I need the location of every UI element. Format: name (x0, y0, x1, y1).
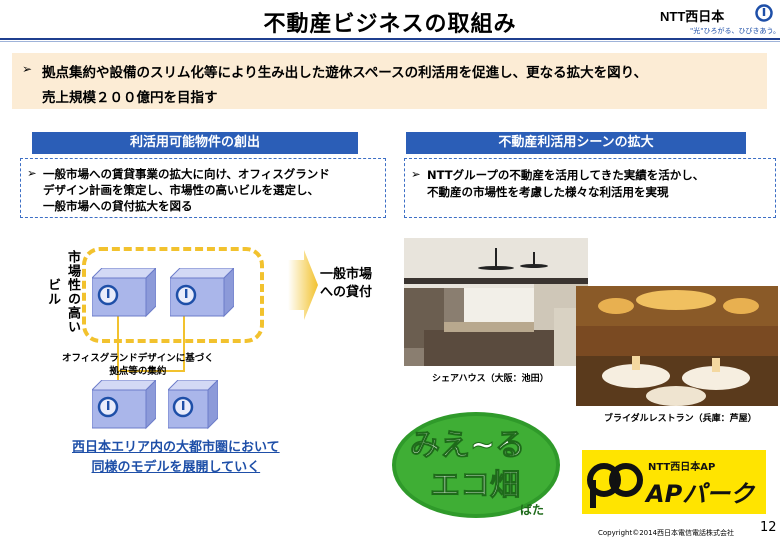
bullet-arrow-icon: ➢ (411, 167, 421, 181)
bullet-arrow-icon: ➢ (27, 166, 37, 180)
mieru-eco-farm-logo: みえ~る エコ畑 ばた (392, 412, 560, 518)
bridal-caption: ブライダルレストラン（兵庫：芦屋） (604, 414, 757, 424)
left-box-line-2: デザイン計画を策定し、市場性の高いビルを選定し、 (43, 183, 319, 197)
svg-text:エコ畑: エコ畑 (430, 468, 520, 503)
svg-text:ばた: ばた (520, 502, 544, 517)
building-cube-icon (168, 380, 218, 430)
right-box-line-2: 不動産の市場性を考慮した様々な利活用を実現 (427, 185, 669, 199)
right-arrow-icon (288, 250, 318, 320)
right-box-line-1: NTTグループの不動産を活用してきた実績を活かし、 (427, 168, 705, 182)
market-label-line-1: 一般市場 (320, 267, 373, 282)
page-title: 不動産ビジネスの取組み (263, 12, 517, 37)
market-label-line-2: への貸付 (320, 285, 373, 300)
note-line-1: オフィスグランドデザインに基づく (62, 353, 214, 364)
connector-line (117, 312, 119, 394)
high-market-buildings-group (82, 247, 264, 343)
svg-text:みえ~る: みえ~る (410, 428, 525, 463)
connector-line (183, 312, 185, 372)
ap-park-logo: NTT西日本AP APパーク (582, 450, 766, 514)
ntt-west-logo: NTT西日本 "光"ひろがる、ひびきあう。 (660, 4, 780, 38)
title-divider-thin (0, 41, 780, 42)
blue-note-line-2: 同様のモデルを展開していく (91, 460, 261, 475)
left-box-line-3: 一般市場への貸付拡大を図る (43, 199, 193, 213)
building-cube-icon (92, 380, 156, 430)
logo-tagline: "光"ひろがる、ひびきあう。 (690, 27, 780, 35)
svg-text:NTT西日本AP: NTT西日本AP (648, 460, 715, 473)
right-description-box: ➢ NTTグループの不動産を活用してきた実績を活かし、 不動産の市場性を考慮した… (404, 158, 776, 218)
consolidation-note: オフィスグランドデザインに基づく 拠点等の集約 (62, 352, 214, 378)
summary-line-1: 拠点集約や設備のスリム化等により生み出した遊休スペースの利活用を促進し、更なる拡… (42, 65, 648, 81)
vertical-label: 市場性の高い ビル (40, 250, 82, 340)
summary-line-2: 売上規模２００億円を目指す (42, 90, 218, 106)
expansion-note: 西日本エリア内の大都市圏において 同様のモデルを展開していく (72, 438, 280, 478)
left-section-heading: 利活用可能物件の創出 (32, 132, 358, 154)
share-house-caption: シェアハウス（大阪：池田） (432, 374, 549, 384)
connector-line (117, 370, 185, 372)
bullet-arrow-icon: ➢ (22, 62, 33, 76)
ntt-logo-mark-icon (755, 4, 773, 22)
vertical-label-col1: 市場性の高い (65, 250, 80, 334)
bridal-restaurant-photo (576, 286, 778, 406)
right-section-heading: 不動産利活用シーンの拡大 (406, 132, 746, 154)
page-number: 12 (760, 520, 777, 535)
left-description-box: ➢ 一般市場への賃貸事業の拡大に向け、オフィスグランド デザイン計画を策定し、市… (20, 158, 386, 218)
blue-note-line-1: 西日本エリア内の大都市圏において (72, 440, 280, 455)
building-cube-icon (92, 268, 156, 318)
title-divider (0, 38, 780, 40)
share-house-photo (404, 238, 588, 366)
market-lending-label: 一般市場 への貸付 (320, 266, 372, 302)
vertical-label-col2: ビル (45, 278, 60, 306)
building-cube-icon (170, 268, 234, 318)
left-box-line-1: 一般市場への賃貸事業の拡大に向け、オフィスグランド (43, 167, 330, 181)
logo-text: NTT西日本 (660, 9, 725, 24)
svg-text:APパーク: APパーク (644, 480, 756, 508)
summary-band: ➢ 拠点集約や設備のスリム化等により生み出した遊休スペースの利活用を促進し、更な… (12, 53, 767, 109)
note-line-2: 拠点等の集約 (109, 366, 167, 377)
copyright: Copyright©2014西日本電信電話株式会社 (598, 529, 735, 537)
